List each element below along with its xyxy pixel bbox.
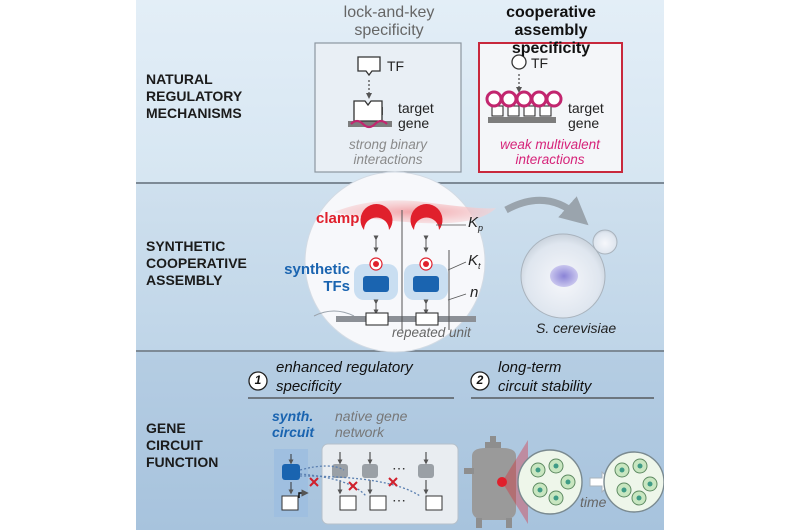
- synth-circuit-label: synth. circuit: [272, 408, 315, 440]
- target-gene-label: target gene: [568, 100, 604, 131]
- native-network-label: native gene network: [335, 408, 408, 440]
- enhanced-specificity-text: enhanced regulatory specificity: [276, 359, 413, 395]
- cooperative-target-gene-icon: [485, 90, 563, 123]
- clamp-left-icon: [360, 204, 393, 230]
- bioreactor-icon: [464, 436, 528, 528]
- weak-multivalent-caption: weak multivalent interactions: [500, 137, 600, 167]
- cooperative-assembly-box: [478, 42, 623, 173]
- cell-population-after-icon: [603, 451, 664, 513]
- step-2-number: 2: [476, 373, 484, 387]
- synthetic-assembly-label: SYNTHETIC COOPERATIVE ASSEMBLY: [146, 238, 247, 288]
- synthetic-tf-left-icon: [354, 257, 398, 300]
- tf-label: TF: [531, 55, 549, 71]
- step-2-badge: [470, 371, 490, 391]
- n-label: n: [470, 284, 479, 301]
- lock-and-key-title: lock-and-key specificity: [343, 4, 435, 39]
- organism-label: S. cerevisiae: [536, 320, 617, 336]
- cell-population-before-icon: [517, 449, 583, 515]
- yeast-cell-icon: [520, 229, 618, 319]
- step-1-badge: [248, 371, 268, 391]
- target-gene-icon: [348, 100, 392, 129]
- tf-label: TF: [387, 58, 405, 74]
- natural-mechanisms-label: NATURAL REGULATORY MECHANISMS: [146, 71, 243, 121]
- circuit-function-label: GENE CIRCUIT FUNCTION: [146, 420, 219, 470]
- synthetic-circuit-column: [274, 449, 309, 517]
- clamp-right-icon: [410, 204, 443, 230]
- diagram-graphics: [248, 42, 664, 528]
- strong-binary-caption: strong binary interactions: [348, 137, 428, 167]
- circuit-stability-text: long-term circuit stability: [498, 359, 592, 395]
- target-gene-label: target gene: [398, 100, 434, 131]
- step-1-number: 1: [254, 373, 262, 387]
- kp-label: Kp: [468, 214, 484, 233]
- tf-circle-icon: [511, 54, 527, 70]
- blocked-x-icon: [309, 477, 398, 491]
- cooperative-assembly-title: cooperative assembly specificity: [506, 4, 596, 57]
- synthetic-tf-right-icon: [404, 257, 448, 300]
- ellipsis: ⋯: [392, 460, 406, 476]
- repeated-unit-label: repeated unit: [392, 325, 471, 340]
- clamp-label: clamp: [316, 210, 360, 227]
- time-label: time: [580, 494, 607, 510]
- synthetic-assembly-illustration: [304, 171, 589, 353]
- synthetic-tfs-label: synthetic TFs: [284, 261, 350, 295]
- ellipsis: ⋯: [392, 492, 406, 508]
- figure-frame: NATURAL REGULATORY MECHANISMS lock-and-k…: [136, 0, 664, 530]
- tf-lock-shape-icon: [357, 56, 381, 77]
- kt-label: Kt: [468, 252, 481, 271]
